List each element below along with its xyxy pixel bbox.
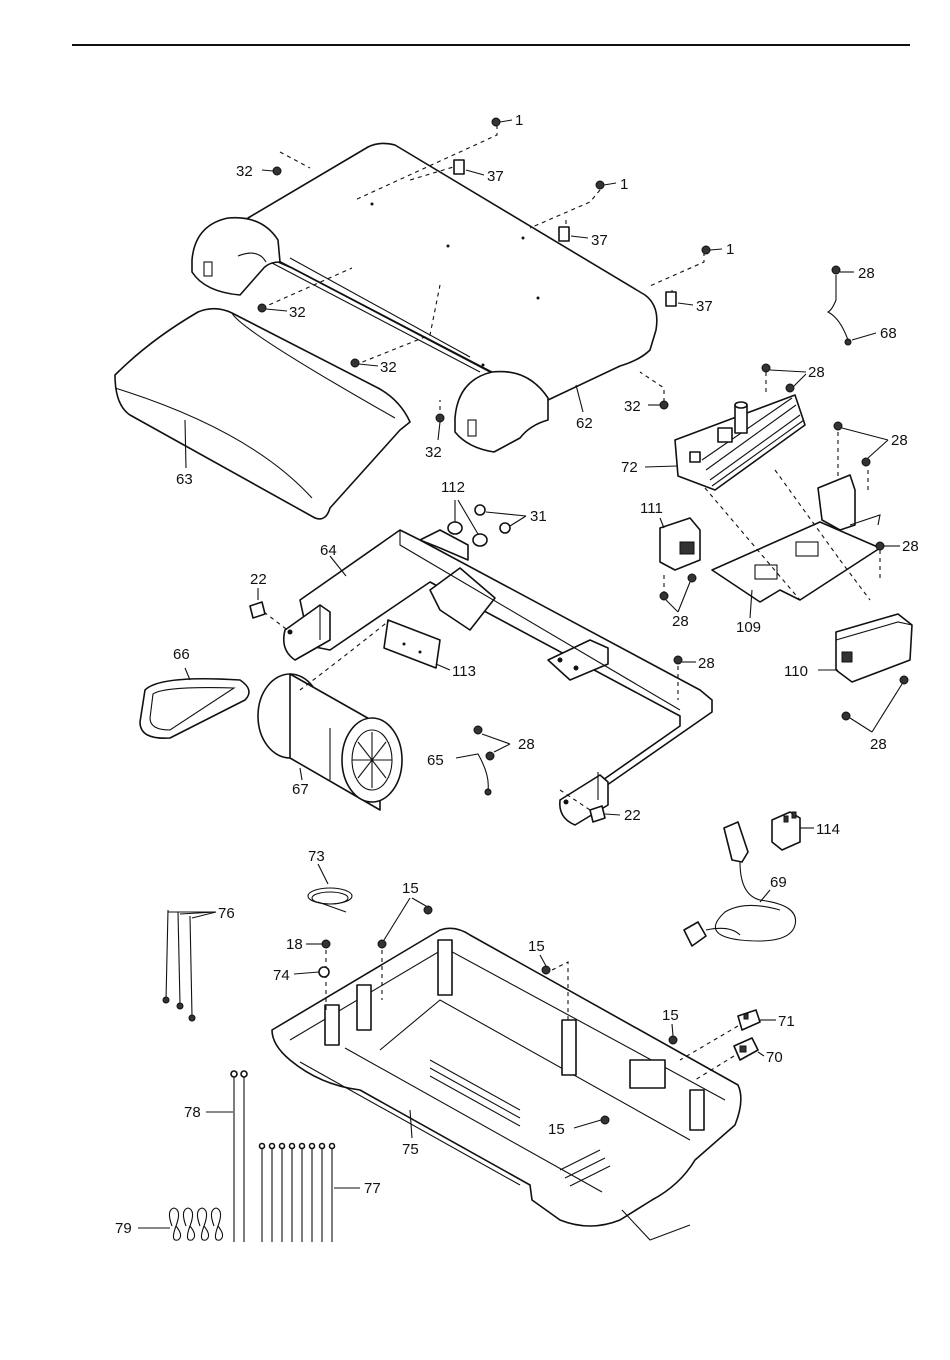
label-112: 112 xyxy=(441,479,465,496)
label-75: 75 xyxy=(402,1141,419,1158)
label-32-e: 32 xyxy=(624,398,641,415)
label-67: 67 xyxy=(292,781,309,798)
cable-ties-part-76 xyxy=(163,910,216,1021)
label-73: 73 xyxy=(308,848,325,865)
bolt-part-22-a xyxy=(250,588,290,632)
wire-part-65 xyxy=(456,726,510,795)
drive-belt-part-66 xyxy=(140,668,249,738)
clip-part-37-c xyxy=(666,292,693,306)
fitting-part-74 xyxy=(294,967,329,977)
label-74: 74 xyxy=(273,967,290,984)
label-28-c: 28 xyxy=(891,432,908,449)
motor-base-part-75 xyxy=(272,928,741,1240)
relay-part-111 xyxy=(660,518,700,570)
label-28-h: 28 xyxy=(518,736,535,753)
label-32-d: 32 xyxy=(425,444,442,461)
label-22-b: 22 xyxy=(624,807,641,824)
label-28-d: 28 xyxy=(902,538,919,555)
label-15-c: 15 xyxy=(662,1007,679,1024)
wire-part-73 xyxy=(308,864,352,912)
screw-part-32-d xyxy=(436,414,444,440)
label-28-g: 28 xyxy=(870,736,887,753)
clip-part-37-a xyxy=(454,160,484,175)
label-69: 69 xyxy=(770,874,787,891)
clip-part-37-b xyxy=(559,227,588,241)
label-109: 109 xyxy=(736,619,761,636)
hood-left-end-cap xyxy=(192,218,280,295)
label-28-a: 28 xyxy=(858,265,875,282)
label-37-a: 37 xyxy=(487,168,504,185)
label-1-c: 1 xyxy=(726,241,734,258)
label-66: 66 xyxy=(173,646,190,663)
controller-board-part-72 xyxy=(645,395,805,490)
label-32-b: 32 xyxy=(289,304,306,321)
screw-part-1-a xyxy=(492,118,512,126)
label-28-e: 28 xyxy=(672,613,689,630)
label-72: 72 xyxy=(621,459,638,476)
label-15-d: 15 xyxy=(548,1121,565,1138)
label-15-b: 15 xyxy=(528,938,545,955)
screw-part-32-b xyxy=(258,304,287,312)
label-68: 68 xyxy=(880,325,897,342)
front-cover-part-63 xyxy=(115,309,410,519)
label-114: 114 xyxy=(816,821,840,838)
label-32-a: 32 xyxy=(236,163,253,180)
wire-clips-part-79 xyxy=(138,1208,223,1240)
label-1-a: 1 xyxy=(515,112,523,129)
hood-right-end-cap xyxy=(455,372,548,452)
label-31: 31 xyxy=(530,508,547,525)
label-22-a: 22 xyxy=(250,571,267,588)
label-78: 78 xyxy=(184,1104,201,1121)
filter-box-part-110 xyxy=(818,614,912,682)
label-64: 64 xyxy=(320,542,337,559)
label-18: 18 xyxy=(286,936,303,953)
screw-part-1-b xyxy=(596,181,616,189)
label-62: 62 xyxy=(576,415,593,432)
long-ties-part-78 xyxy=(206,1071,247,1242)
switch-part-71 xyxy=(680,1010,776,1060)
label-76: 76 xyxy=(218,905,235,922)
label-37-c: 37 xyxy=(696,298,713,315)
bolt-part-31 xyxy=(475,505,526,533)
label-28-b: 28 xyxy=(808,364,825,381)
cable-ties-part-77 xyxy=(260,1144,361,1243)
receptacle-part-70 xyxy=(695,1038,764,1080)
label-79: 79 xyxy=(115,1220,132,1237)
label-1-b: 1 xyxy=(620,176,628,193)
label-110: 110 xyxy=(784,663,808,680)
plug-part-114 xyxy=(772,812,814,850)
label-65: 65 xyxy=(427,752,444,769)
label-70: 70 xyxy=(766,1049,783,1066)
screw-part-32-e xyxy=(648,401,668,409)
label-111: 111 xyxy=(640,500,663,517)
label-71: 71 xyxy=(778,1013,795,1030)
bracket-part-109 xyxy=(712,475,880,618)
label-15-a: 15 xyxy=(402,880,419,897)
label-77: 77 xyxy=(364,1180,381,1197)
label-63: 63 xyxy=(176,471,193,488)
label-113: 113 xyxy=(452,663,476,680)
plate-part-113 xyxy=(384,620,450,670)
label-32-c: 32 xyxy=(380,359,397,376)
label-28-f: 28 xyxy=(698,655,715,672)
label-37-b: 37 xyxy=(591,232,608,249)
screw-part-1-c xyxy=(702,246,722,254)
screw-part-32-c xyxy=(351,359,378,367)
screw-part-32-a xyxy=(262,167,281,175)
